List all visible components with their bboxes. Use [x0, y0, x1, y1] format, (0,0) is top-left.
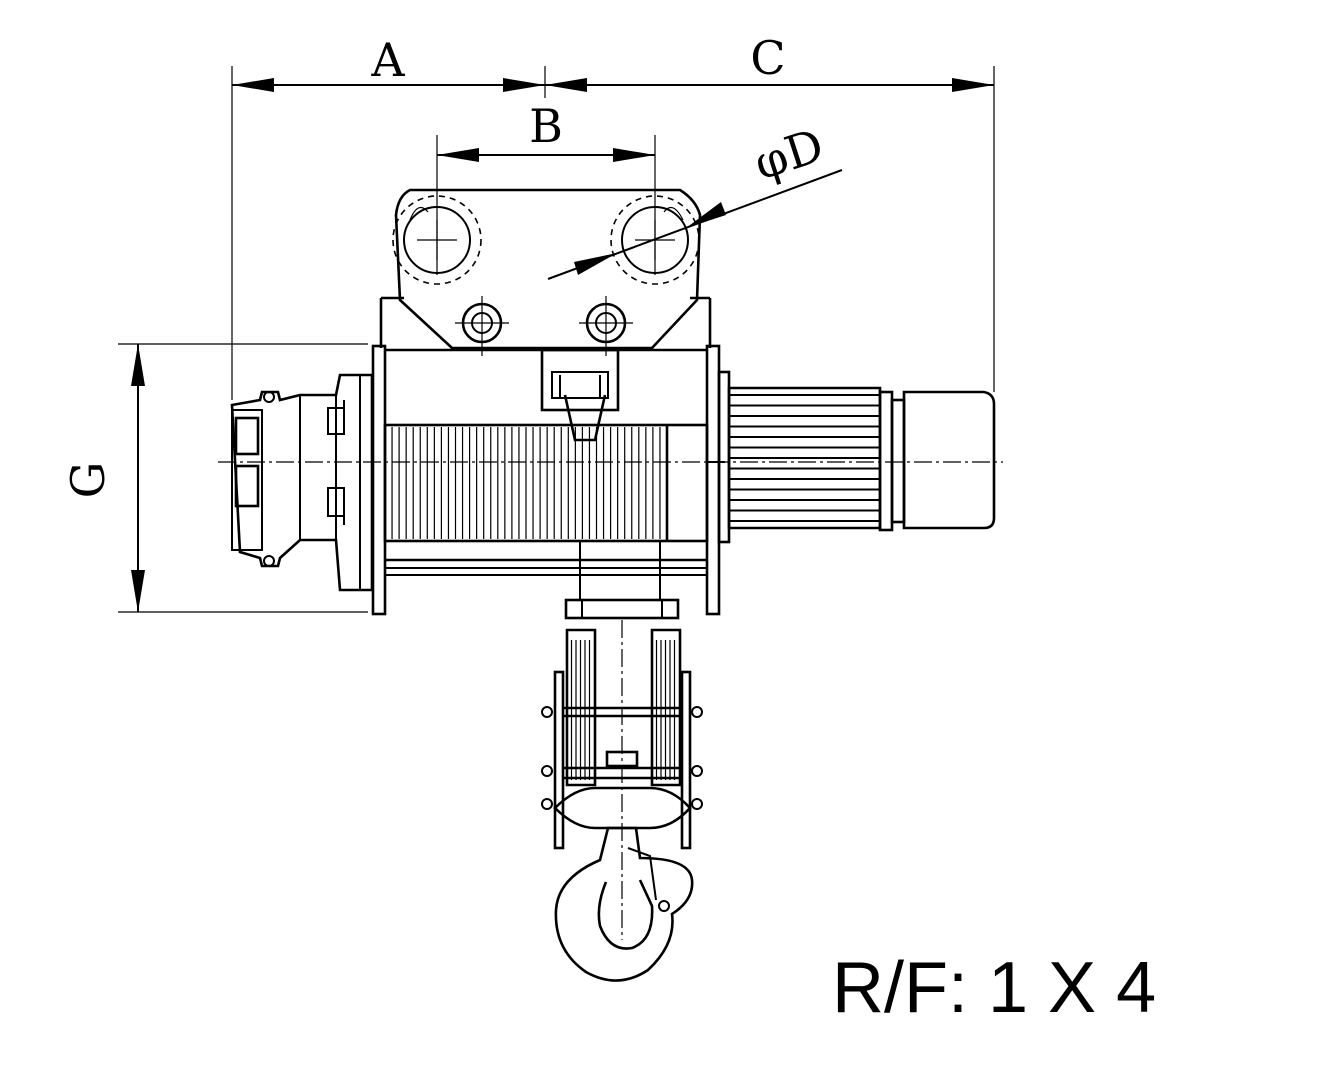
reeving-ratio-label: R/F: 1 X 4 — [832, 948, 1156, 1028]
dimension-c: C — [545, 31, 995, 392]
trolley-wheel-right — [610, 195, 700, 285]
dimension-b: B — [436, 99, 656, 275]
dimension-a: A — [231, 33, 546, 400]
dim-label-a: A — [370, 33, 405, 87]
dimension-g: G — [61, 343, 368, 613]
dim-label-g: G — [61, 462, 115, 499]
hook-block — [541, 541, 703, 982]
rope-drum — [383, 423, 725, 543]
trolley — [379, 188, 712, 356]
hoist-motor — [717, 370, 996, 544]
dim-label-c: C — [750, 31, 785, 85]
dim-label-b: B — [529, 99, 563, 153]
guide-roller-left — [455, 296, 509, 356]
rope-guide — [540, 348, 620, 442]
trolley-wheel-left — [392, 195, 482, 285]
guide-roller-right — [579, 296, 633, 356]
dimension-d: φD — [547, 118, 843, 280]
gearbox — [230, 373, 374, 592]
